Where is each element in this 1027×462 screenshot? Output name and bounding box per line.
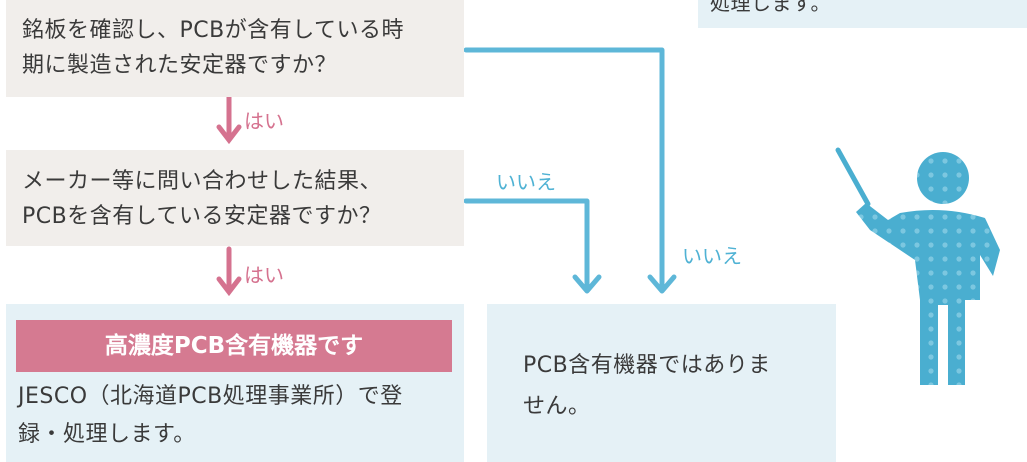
no-connector-1 bbox=[463, 47, 677, 294]
result-none-line-1: PCB含有機器ではありま bbox=[523, 353, 771, 378]
no-connector-2 bbox=[463, 198, 602, 294]
question-box-1: 銘板を確認し、PCBが含有している時 期に製造された安定器ですか？ bbox=[6, 0, 464, 97]
yes-label-1: はい bbox=[244, 109, 284, 133]
result-high-line-2: 録・処理します。 bbox=[18, 422, 196, 447]
no-label-2: いいえ bbox=[682, 244, 742, 268]
result-none-line-2: せん。 bbox=[523, 394, 591, 419]
yes-arrow-1 bbox=[216, 94, 242, 145]
question-box-2: メーカー等に問い合わせした結果、 PCBを含有している安定器ですか？ bbox=[6, 150, 464, 246]
result-high-title: 高濃度PCB含有機器です bbox=[16, 320, 452, 372]
question-1-line-2: 期に製造された安定器ですか？ bbox=[22, 53, 338, 78]
question-1-line-1: 銘板を確認し、PCBが含有している時 bbox=[22, 18, 405, 43]
result-high-box: 高濃度PCB含有機器です JESCO（北海道PCB処理事業所）で登 録・処理しま… bbox=[6, 304, 464, 462]
note-text: 処理します。 bbox=[710, 0, 831, 15]
yes-label-2: はい bbox=[244, 263, 284, 287]
question-2-line-2: PCBを含有している安定器ですか？ bbox=[22, 204, 382, 229]
note-box: 処理します。 bbox=[698, 0, 1027, 28]
result-none-box: PCB含有機器ではありま せん。 bbox=[487, 304, 836, 462]
question-2-line-1: メーカー等に問い合わせした結果、 bbox=[22, 169, 383, 194]
yes-arrow-2 bbox=[216, 246, 242, 297]
no-label-1: いいえ bbox=[496, 170, 556, 194]
result-high-line-1: JESCO（北海道PCB処理事業所）で登 bbox=[18, 384, 403, 409]
